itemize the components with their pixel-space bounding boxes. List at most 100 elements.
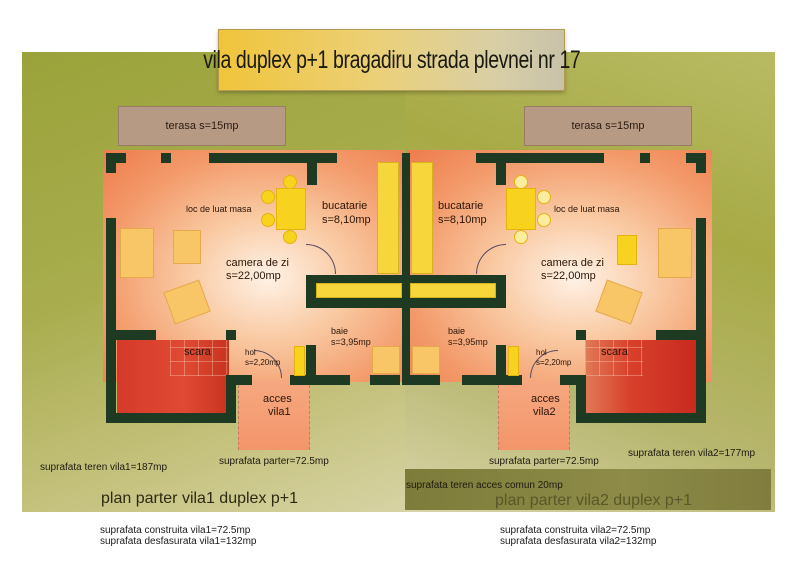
hall-label: hol [245, 348, 256, 357]
dining-label: loc de luat masa [554, 204, 620, 214]
ground-floor-area-vila1: suprafata parter=72.5mp [219, 456, 329, 467]
stairs-label: scara [601, 346, 628, 358]
wall [306, 345, 316, 385]
dining-table [506, 188, 536, 230]
armchair [173, 230, 201, 264]
wall [306, 298, 402, 308]
terrace-label: terasa s=15mp [165, 120, 239, 132]
developed-area-vila1: suprafata desfasurata vila1=132mp [100, 536, 257, 547]
common-access-area: suprafata teren acces comun 20mp [406, 480, 563, 491]
wall [209, 153, 337, 163]
wall [226, 330, 236, 340]
wall [476, 153, 604, 163]
kitchen-counter [411, 162, 433, 274]
living-area: s=22,00mp [226, 270, 281, 282]
wall [462, 375, 522, 385]
access-label: acces [263, 393, 292, 405]
access-label: acces [531, 393, 560, 405]
plan-title-vila2: plan parter vila2 duplex p+1 [495, 492, 693, 509]
kitchen-label: bucatarie [438, 200, 484, 212]
chair [283, 230, 297, 244]
wall [161, 153, 171, 163]
chair [261, 213, 275, 227]
wall [576, 375, 586, 423]
built-area-vila2: suprafata construita vila2=72.5mp [500, 525, 651, 536]
access-area-vila2 [498, 380, 570, 450]
wall [410, 275, 506, 285]
kitchen-area: s=8,10mp [322, 214, 371, 226]
built-area-vila1: suprafata construita vila1=72.5mp [100, 525, 251, 536]
wall [640, 153, 650, 163]
chair [537, 190, 551, 204]
land-area-vila1: suprafata teren vila1=187mp [40, 462, 168, 473]
bath-area: s=3,95mp [331, 337, 371, 347]
terrace-vila1: terasa s=15mp [118, 106, 286, 146]
shower [412, 346, 440, 374]
wall [116, 330, 156, 340]
living-label: camera de zi [541, 257, 604, 269]
wall [226, 375, 252, 385]
stairs-steps [585, 340, 643, 376]
kitchen-area: s=8,10mp [438, 214, 487, 226]
hall-area: s=2,20mp [536, 358, 572, 367]
bath-label: baie [331, 326, 349, 336]
wall [290, 375, 350, 385]
shower [372, 346, 400, 374]
wall [226, 375, 236, 423]
living-label: camera de zi [226, 257, 289, 269]
wall [496, 275, 506, 308]
land-area-vila2: suprafata teren vila2=177mp [628, 448, 756, 459]
ground-floor-area-vila2: suprafata parter=72.5mp [489, 456, 599, 467]
chair [514, 175, 528, 189]
dining-label: loc de luat masa [186, 204, 252, 214]
bath-label: baie [448, 326, 466, 336]
wall [402, 153, 410, 385]
plan-title-vila1: plan parter vila1 duplex p+1 [101, 490, 299, 507]
hall-area: s=2,20mp [245, 358, 281, 367]
kitchen-counter [316, 283, 402, 298]
wall [106, 218, 116, 423]
sofa [120, 228, 154, 278]
wall [306, 275, 402, 285]
terrace-label: terasa s=15mp [571, 120, 645, 132]
chair [261, 190, 275, 204]
wall [307, 153, 317, 185]
title-banner: vila duplex p+1 bragadiru strada plevnei… [203, 29, 580, 91]
kitchen-counter [377, 162, 399, 274]
wall [696, 218, 706, 423]
bath-area: s=3,95mp [448, 337, 488, 347]
coffee-table [617, 235, 637, 265]
developed-area-vila2: suprafata desfasurata vila2=132mp [500, 536, 657, 547]
living-area: s=22,00mp [541, 270, 596, 282]
wall [576, 330, 586, 340]
wall [696, 153, 706, 173]
dining-table [276, 188, 306, 230]
access-label-2: vila1 [268, 406, 291, 418]
terrace-vila2: terasa s=15mp [524, 106, 692, 146]
stairs-label: scara [184, 346, 211, 358]
common-access-band [405, 469, 771, 510]
access-label-2: vila2 [533, 406, 556, 418]
cabinet [294, 346, 305, 376]
stairs-vila1 [117, 340, 229, 416]
page-title: vila duplex p+1 bragadiru strada plevnei… [202, 45, 581, 74]
wall [106, 413, 236, 423]
wall [656, 330, 696, 340]
chair [537, 213, 551, 227]
hall-label: hol [536, 348, 547, 357]
stairs-vila2 [585, 340, 697, 416]
wall [106, 153, 126, 163]
wall [496, 345, 506, 385]
sofa [658, 228, 692, 278]
wall [410, 375, 440, 385]
chair [514, 230, 528, 244]
wall [496, 153, 506, 185]
wall [306, 275, 316, 308]
chair [283, 175, 297, 189]
wall [576, 413, 706, 423]
wall [410, 298, 506, 308]
cabinet [508, 346, 519, 376]
wall [370, 375, 400, 385]
kitchen-counter [410, 283, 496, 298]
wall [560, 375, 586, 385]
